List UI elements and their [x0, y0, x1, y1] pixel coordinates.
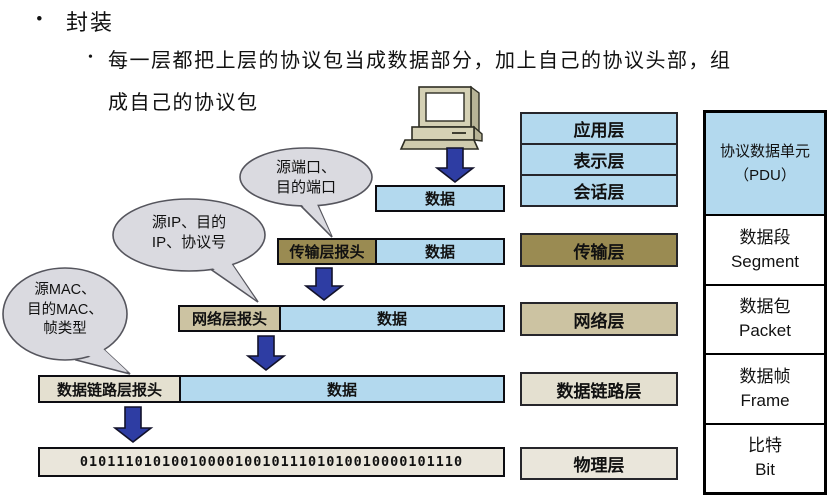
layer-datalink: 数据链路层: [520, 372, 678, 406]
layer-session: 会话层: [522, 174, 676, 205]
pdu-cell-bit: 比特 Bit: [706, 422, 824, 493]
network-header-box: 网络层报头: [178, 305, 281, 332]
layer-physical: 物理层: [520, 447, 678, 480]
bit-stream-box: 0101110101001000010010111010100100001011…: [38, 447, 505, 477]
callout-network-text: 源IP、目的 IP、协议号: [113, 213, 265, 254]
callout-transport-text: 源端口、 目的端口: [240, 158, 372, 199]
layer-transport: 传输层: [520, 233, 678, 267]
down-arrow-icon: [434, 147, 476, 184]
speech-bubble-datalink: [2, 267, 131, 375]
pdu-label-cn: 比特: [748, 436, 782, 456]
pdu-label-cn: 数据包: [739, 297, 791, 317]
data-box-network: 数据: [279, 305, 505, 332]
pdu-cell-packet: 数据包 Packet: [706, 283, 824, 354]
down-arrow-icon: [112, 406, 154, 444]
callout-line: 目的MAC、: [27, 301, 103, 318]
data-box-datalink: 数据: [179, 375, 505, 403]
data-box-transport: 数据: [375, 238, 505, 265]
pdu-label-en: Bit: [755, 460, 775, 480]
subtitle-bullet: •: [88, 50, 93, 65]
layer-application: 应用层: [573, 121, 625, 140]
callout-line: 目的端口: [275, 179, 336, 197]
layer-presentation: 表示层: [522, 143, 676, 174]
subtitle-line-2: 成自己的协议包: [108, 92, 259, 114]
datalink-header-box: 数据链路层报头: [38, 375, 181, 403]
data-box-application: 数据: [375, 185, 505, 212]
callout-line: 源IP、目的: [151, 214, 227, 231]
pdu-cell-frame: 数据帧 Frame: [706, 353, 824, 423]
pdu-cell-segment: 数据段 Segment: [706, 214, 824, 284]
speech-bubble-network: [112, 198, 266, 303]
transport-header-box: 传输层报头: [277, 238, 377, 265]
callout-datalink-text: 源MAC、 目的MAC、 帧类型: [3, 281, 127, 340]
title-bullet: •: [36, 9, 43, 30]
callout-line: 源端口、: [275, 159, 336, 176]
pdu-label-en: Frame: [740, 390, 790, 410]
callout-line: 帧类型: [43, 321, 87, 338]
pdu-label-cn: 数据段: [739, 227, 791, 247]
pdu-column: 协议数据单元 （PDU） 数据段 Segment 数据包 Packet 数据帧 …: [703, 110, 827, 495]
desktop-computer-icon: [399, 85, 483, 150]
layer-network: 网络层: [520, 302, 678, 336]
callout-line: 源MAC、: [34, 282, 96, 298]
speech-bubble-transport: [239, 147, 373, 238]
down-arrow-icon: [245, 335, 287, 372]
pdu-label-en: Packet: [739, 321, 791, 341]
pdu-label-cn: 数据帧: [739, 366, 791, 386]
page-title: 封装: [66, 10, 115, 35]
down-arrow-icon: [303, 267, 345, 302]
callout-line: IP、协议号: [151, 234, 227, 252]
upper-layers-group: 应用层 表示层 会话层: [520, 112, 678, 207]
subtitle-line-1: 每一层都把上层的协议包当成数据部分，加上自己的协议头部，组: [108, 50, 732, 72]
pdu-header-line: （PDU）: [734, 166, 796, 184]
pdu-header-line: 协议数据单元: [719, 142, 810, 160]
pdu-header-cell: 协议数据单元 （PDU）: [706, 113, 824, 214]
pdu-label-en: Segment: [730, 251, 800, 271]
